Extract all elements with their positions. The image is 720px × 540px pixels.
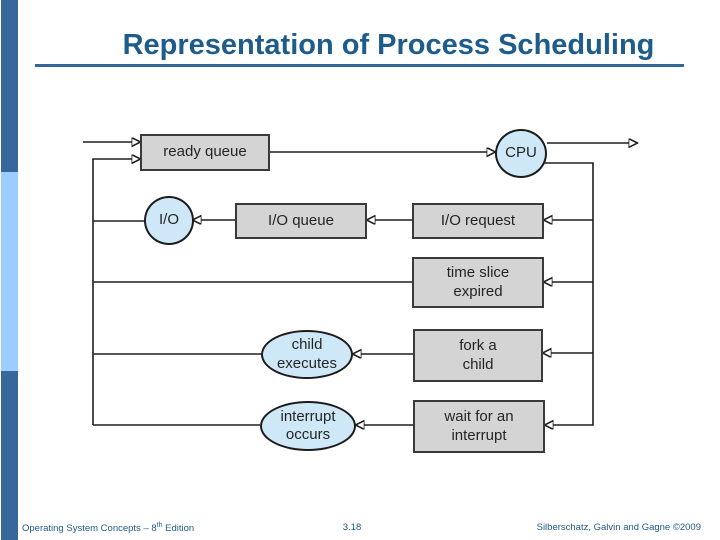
footer-authors: Silberschatz, Galvin and Gagne ©2009 xyxy=(536,522,701,533)
footer-page-number: 3.18 xyxy=(342,522,362,533)
left-accent-bar-top xyxy=(1,0,18,172)
node-io-request: I/O request xyxy=(412,203,544,239)
title-underline xyxy=(35,64,684,67)
node-cpu: CPU xyxy=(495,129,547,178)
node-ready-queue: ready queue xyxy=(140,134,270,171)
footer-edition-superscript: th xyxy=(156,522,163,529)
connector-cpu-to-wait-for-interrupt xyxy=(542,162,594,425)
node-io: I/O xyxy=(144,196,194,245)
node-child-executes: child executes xyxy=(261,330,353,379)
footer-book-title-tail: Edition xyxy=(162,523,195,535)
left-accent-bar-middle xyxy=(1,172,18,371)
node-time-slice-expired: time slice expired xyxy=(412,257,544,308)
footer-book-title-main: Operating System Concepts – 8 xyxy=(22,523,157,535)
footer-book-title: Operating System Concepts – 8th Edition xyxy=(22,522,194,534)
connector-return-spine-to-ready-queue xyxy=(92,159,132,425)
node-io-queue: I/O queue xyxy=(235,203,367,239)
node-wait-for-an-interrupt: wait for an interrupt xyxy=(413,400,545,453)
page-title: Representation of Process Scheduling xyxy=(122,29,655,61)
left-accent-bar-bottom xyxy=(1,371,18,540)
node-interrupt-occurs: interrupt occurs xyxy=(260,401,356,451)
node-fork-a-child: fork a child xyxy=(413,329,543,382)
